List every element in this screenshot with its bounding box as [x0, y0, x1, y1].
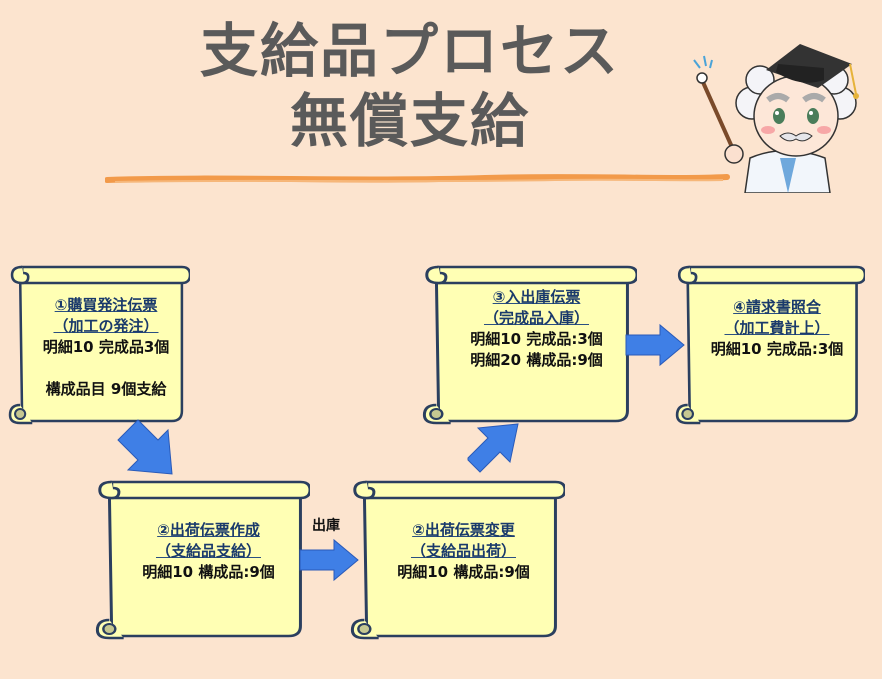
- page-title-line1: 支給品プロセス: [199, 17, 620, 85]
- step-5-title: ④請求書照合: [733, 298, 821, 316]
- step-1-detail-1: 明細10 完成品3個: [42, 338, 170, 356]
- step-3-subtitle: （支給品出荷）: [410, 542, 516, 560]
- step-1-title: ①購買発注伝票: [54, 296, 158, 314]
- step-card-1: ①購買発注伝票 （加工の発注） 明細10 完成品3個 構成品目 9個支給: [8, 265, 190, 425]
- arrow-right-icon-2: [625, 323, 685, 367]
- step-card-4: ③入出庫伝票 （完成品入庫） 明細10 完成品:3個 明細20 構成品:9個: [422, 265, 637, 425]
- arrow-right-icon: [299, 538, 359, 582]
- step-card-2: ②出荷伝票作成 （支給品支給） 明細10 構成品:9個: [95, 480, 310, 640]
- step-4-detail-1: 明細10 完成品:3個: [470, 330, 603, 348]
- step-3-title: ②出荷伝票変更: [412, 521, 515, 539]
- step-5-detail-1: 明細10 完成品:3個: [710, 340, 844, 358]
- step-card-3: ②出荷伝票変更 （支給品出荷） 明細10 構成品:9個: [350, 480, 565, 640]
- step-2-subtitle: （支給品支給）: [155, 542, 261, 560]
- professor-illustration-icon: [693, 44, 859, 193]
- step-1-subtitle: （加工の発注）: [53, 317, 159, 335]
- title-underline: [105, 174, 730, 183]
- step-2-detail-1: 明細10 構成品:9個: [142, 563, 275, 581]
- step-3-detail-1: 明細10 構成品:9個: [397, 563, 530, 581]
- arrow-down-right-icon: [117, 419, 173, 475]
- step-4-subtitle: （完成品入庫）: [483, 309, 589, 327]
- step-5-subtitle: （加工費計上）: [724, 319, 830, 337]
- step-4-detail-2: 明細20 構成品:9個: [470, 351, 603, 369]
- page-title-line2: 無償支給: [289, 87, 530, 155]
- step-2-title: ②出荷伝票作成: [157, 521, 260, 539]
- step-4-title: ③入出庫伝票: [492, 288, 581, 306]
- arrow-up-right-icon: [467, 423, 519, 473]
- step-card-5: ④請求書照合 （加工費計上） 明細10 完成品:3個: [675, 265, 865, 425]
- arrow-label-shipment: 出庫: [312, 518, 340, 534]
- step-1-detail-2: 構成品目 9個支給: [45, 380, 167, 398]
